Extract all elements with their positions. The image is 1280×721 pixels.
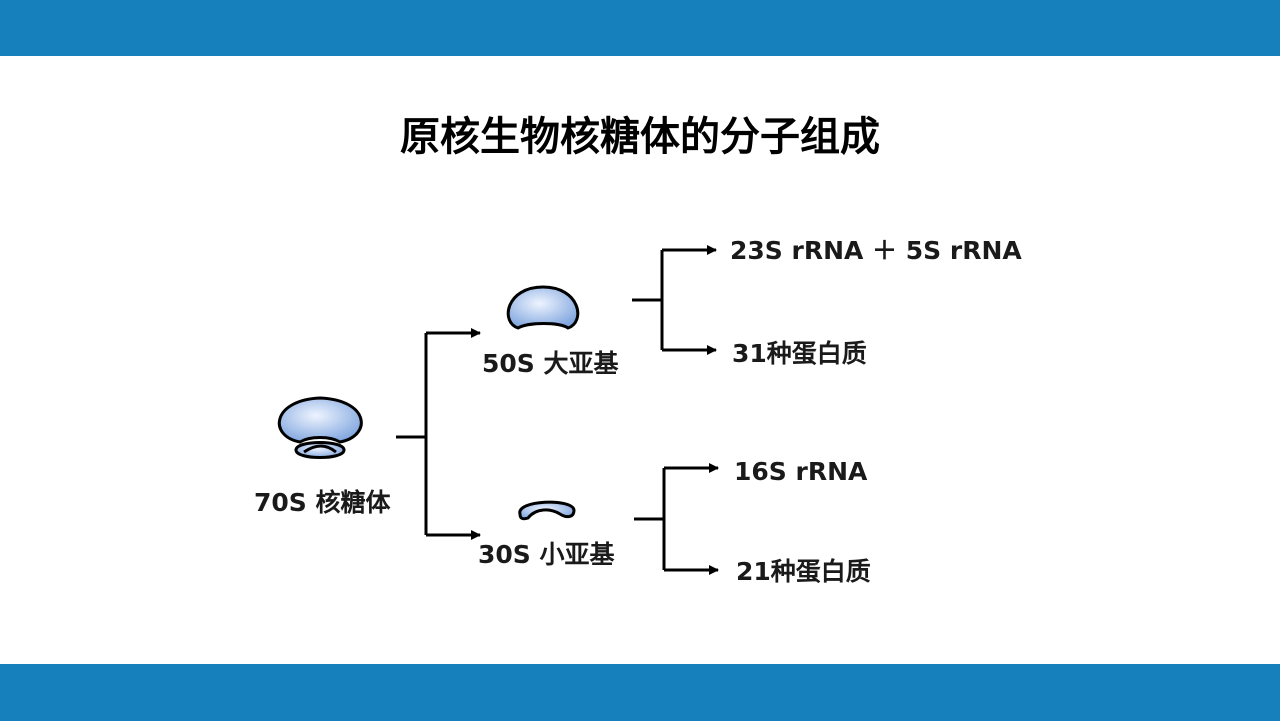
label-large-proteins: 31种蛋白质 — [732, 339, 867, 368]
label-large-rrna: 23S rRNA ＋ 5S rRNA — [730, 236, 1022, 265]
label-small-rrna: 16S rRNA — [734, 457, 868, 486]
label-70s: 70S 核糖体 — [254, 488, 391, 517]
tree-connectors — [396, 245, 719, 575]
slide-title: 原核生物核糖体的分子组成 — [400, 114, 880, 160]
label-small-proteins: 21种蛋白质 — [736, 557, 871, 586]
label-30s: 30S 小亚基 — [478, 540, 615, 569]
small-subunit-icon — [518, 500, 576, 521]
large-subunit-icon — [506, 285, 580, 330]
ribosome-70s-icon — [277, 396, 363, 459]
top-band — [0, 0, 1280, 56]
bottom-band — [0, 664, 1280, 721]
label-50s: 50S 大亚基 — [482, 349, 619, 378]
